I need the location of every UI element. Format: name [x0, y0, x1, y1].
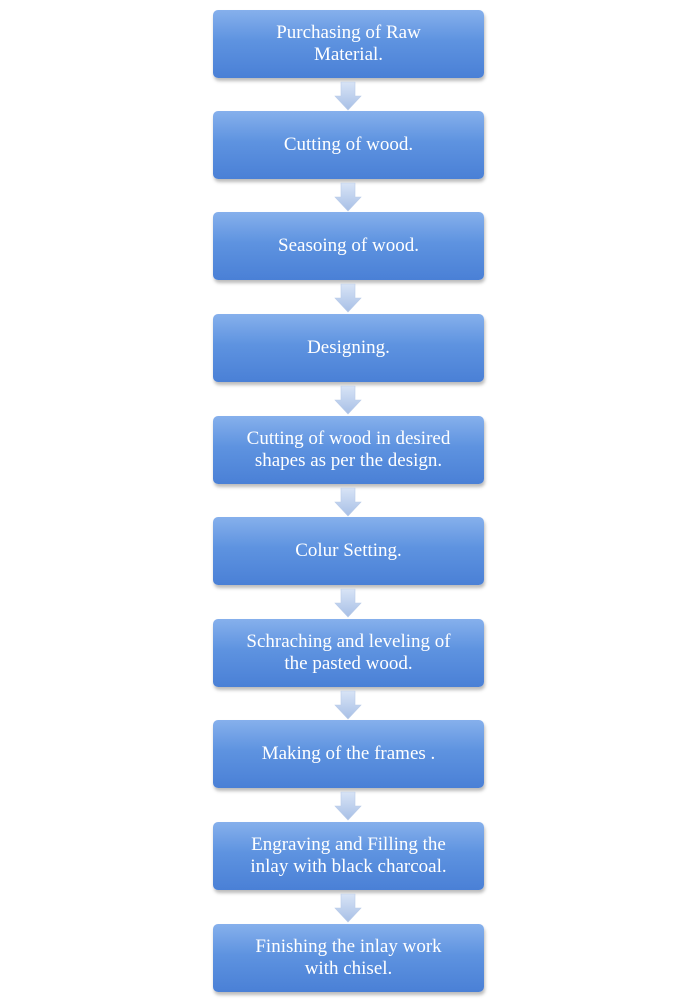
- step-box-color-setting: Colur Setting.: [213, 517, 484, 585]
- down-arrow-icon: [334, 283, 362, 313]
- down-arrow-icon: [334, 690, 362, 720]
- down-arrow-icon: [334, 487, 362, 517]
- step-label: Designing.: [307, 337, 390, 358]
- down-arrow-icon: [334, 588, 362, 618]
- step-label: Purchasing of Raw Material.: [276, 22, 421, 65]
- down-arrow-icon: [334, 893, 362, 923]
- step-box-scratching: Schraching and leveling of the pasted wo…: [213, 619, 484, 687]
- step-label: Cutting of wood.: [283, 134, 414, 155]
- step-box-seasoning: Seasoing of wood.: [213, 212, 484, 280]
- step-box-cutting-shapes: Cutting of wood in desired shapes as per…: [213, 416, 484, 484]
- step-box-engraving: Engraving and Filling the inlay with bla…: [213, 822, 484, 890]
- step-label: Cutting of wood in desired shapes as per…: [246, 428, 451, 471]
- down-arrow-icon: [334, 791, 362, 821]
- down-arrow-icon: [334, 385, 362, 415]
- step-box-cutting: Cutting of wood.: [213, 111, 484, 179]
- step-box-frames: Making of the frames .: [213, 720, 484, 788]
- step-box-finishing: Finishing the inlay work with chisel.: [213, 924, 484, 992]
- step-label: Colur Setting.: [295, 540, 402, 561]
- down-arrow-icon: [334, 182, 362, 212]
- step-label: Making of the frames .: [261, 743, 436, 764]
- step-label: Finishing the inlay work with chisel.: [255, 936, 442, 979]
- step-box-designing: Designing.: [213, 314, 484, 382]
- step-label: Seasoing of wood.: [278, 235, 419, 256]
- step-box-purchasing: Purchasing of Raw Material.: [213, 10, 484, 78]
- step-label: Engraving and Filling the inlay with bla…: [250, 834, 447, 877]
- down-arrow-icon: [334, 81, 362, 111]
- step-label: Schraching and leveling of the pasted wo…: [246, 631, 451, 674]
